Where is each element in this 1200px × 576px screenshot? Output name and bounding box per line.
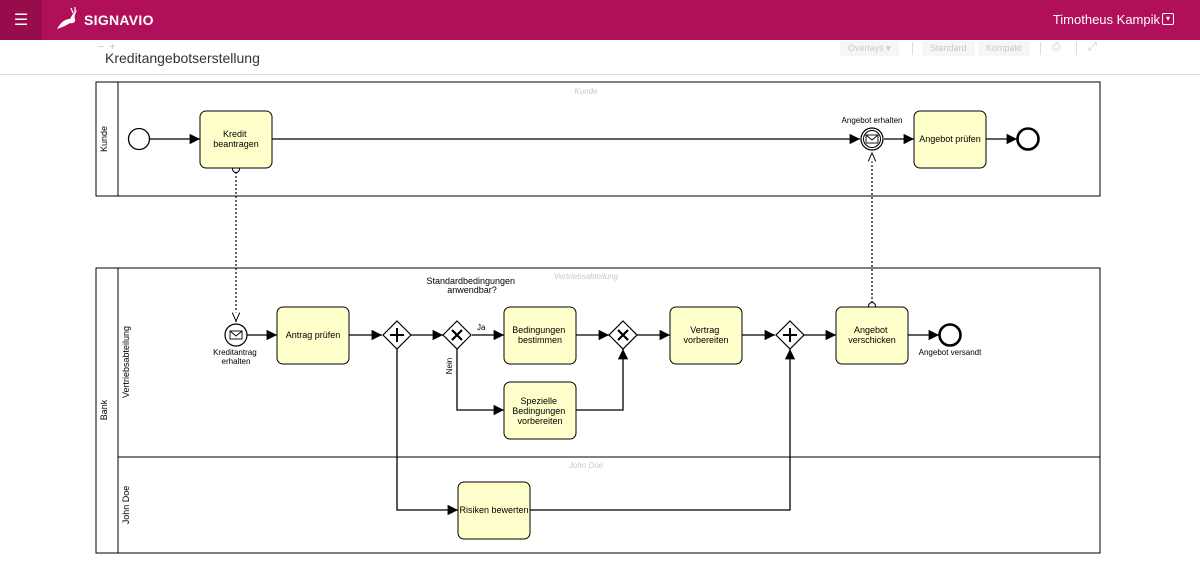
svg-text:Antrag prüfen: Antrag prüfen (286, 330, 341, 340)
start-event-kunde[interactable] (127, 127, 151, 151)
gateway-question: anwendbar? (447, 285, 497, 295)
svg-text:Kreditantrag erhalten: Kreditantrag erhalten (213, 348, 259, 366)
svg-text:Spezielle Bedingungen: Spezielle Bedingungen vorbereiten (512, 396, 568, 426)
task-text: beantragen (213, 139, 259, 149)
event-angebot-versandt-label: Angebot versandt (919, 348, 982, 357)
toolbar-divider (1076, 42, 1077, 55)
task-kredit-beantragen[interactable]: Kredit beantragen (199, 110, 273, 169)
task-spezielle-bedingungen[interactable]: Spezielle Bedingungen vorbereiten (503, 381, 577, 440)
svg-text:Bedingungen bestimmen: Bedingungen bestimmen (512, 325, 568, 345)
sequence-flow[interactable] (576, 349, 629, 411)
overlays-dropdown[interactable]: Overlays ▾ (840, 41, 899, 56)
pool-kunde-label: Kunde (99, 126, 109, 152)
event-kreditantrag-label: erhalten (222, 357, 251, 366)
task-text: vorbereiten (683, 335, 728, 345)
task-text: Angebot prüfen (919, 134, 981, 144)
task-antrag-pruefen[interactable]: Antrag prüfen (276, 306, 350, 365)
task-bedingungen-bestimmen[interactable]: Bedingungen bestimmen (503, 306, 577, 365)
event-angebot-erhalten-label: Angebot erhalten (842, 116, 903, 125)
svg-text:Standardbedingungen anwend: Standardbedingungen anwendbar? (426, 276, 517, 295)
parallel-gateway-split[interactable] (382, 320, 412, 350)
pool-kunde-watermark: Kunde (574, 87, 598, 96)
flow-label-ja: Ja (477, 323, 486, 332)
toolbar-divider (1040, 42, 1041, 55)
envelope-icon (229, 330, 243, 340)
sequence-flows-bank (247, 329, 939, 516)
sequence-flow[interactable] (529, 349, 796, 511)
svg-text:Angebot verschicken: Angebot verschicken (848, 325, 896, 345)
task-vertrag-vorbereiten[interactable]: Vertrag vorbereiten (669, 306, 743, 365)
overlays-label: Overlays (848, 43, 884, 53)
task-text: bestimmen (518, 335, 562, 345)
zoom-in-icon[interactable]: + (109, 42, 116, 53)
user-menu-chevron-icon[interactable]: ▾ (1162, 13, 1174, 25)
editor-toolbar (0, 40, 1200, 75)
pool-bank-label: Bank (99, 399, 109, 420)
gateway-question: Standardbedingungen (426, 276, 515, 286)
end-event-kunde[interactable] (1016, 127, 1040, 151)
svg-text:Risiken bewerten: Risiken bewerten (459, 505, 528, 515)
print-icon[interactable]: ⎙ (1052, 41, 1061, 53)
task-text: Bedingungen (512, 406, 565, 416)
task-text: Spezielle (520, 396, 557, 406)
antelope-logo-icon (57, 7, 77, 29)
user-name[interactable]: Timotheus Kampik (1052, 12, 1160, 27)
task-angebot-pruefen[interactable]: Angebot prüfen (913, 110, 987, 169)
sequence-flow-nein[interactable] (456, 349, 504, 416)
task-risiken-bewerten[interactable]: Risiken bewerten (457, 481, 531, 540)
svg-text:Angebot prüfen: Angebot prüfen (919, 134, 981, 144)
standard-view-button[interactable]: Standard (922, 41, 975, 56)
event-kreditantrag-erhalten[interactable] (224, 323, 248, 347)
task-text: Antrag prüfen (286, 330, 341, 340)
lane-vertrieb-watermark: Vertriebsabteilung (554, 272, 619, 281)
end-event-angebot-versandt[interactable] (938, 323, 962, 347)
task-text: Kredit (223, 129, 247, 139)
sequence-flow[interactable] (396, 349, 458, 516)
brand-name: SIGNAVIO (84, 12, 154, 28)
lane-vertrieb-label: Vertriebsabteilung (121, 326, 131, 398)
task-text: Vertrag (690, 325, 719, 335)
parallel-gateway-join[interactable] (775, 320, 805, 350)
svg-text:Vertrag vorbereiten: Vertrag vorbereiten (683, 325, 728, 345)
toolbar-divider (912, 42, 913, 55)
signavio-logo[interactable]: SIGNAVIO (54, 5, 154, 35)
envelope-icon (865, 134, 879, 144)
task-angebot-verschicken[interactable]: Angebot verschicken (835, 306, 909, 365)
message-flows (236, 152, 872, 322)
task-text: Risiken bewerten (459, 505, 528, 515)
lane-john-watermark: John Doe (568, 461, 604, 470)
svg-text:Kredit beantragen: Kredit beantragen (213, 129, 259, 149)
task-text: verschicken (848, 335, 896, 345)
zoom-out-icon[interactable]: − (98, 42, 104, 53)
event-angebot-erhalten[interactable] (860, 127, 884, 151)
lane-john-label: John Doe (121, 486, 131, 525)
fullscreen-icon[interactable]: ⤢ (1088, 41, 1097, 53)
exclusive-gateway-join[interactable] (608, 320, 638, 350)
app-header: ☰ SIGNAVIO Timotheus Kampik ▾ (0, 0, 1200, 40)
task-text: Bedingungen (512, 325, 565, 335)
page-title: Kreditangebotserstellung (105, 50, 260, 66)
task-text: vorbereiten (517, 416, 562, 426)
flow-label-nein: Nein (445, 358, 454, 374)
kompakt-view-button[interactable]: Kompakt (978, 41, 1030, 56)
task-text: Angebot (854, 325, 888, 335)
exclusive-gateway-split[interactable] (442, 320, 472, 350)
zoom-controls[interactable]: − + (98, 42, 115, 53)
menu-icon[interactable]: ☰ (0, 0, 42, 40)
event-kreditantrag-label: Kreditantrag (213, 348, 257, 357)
